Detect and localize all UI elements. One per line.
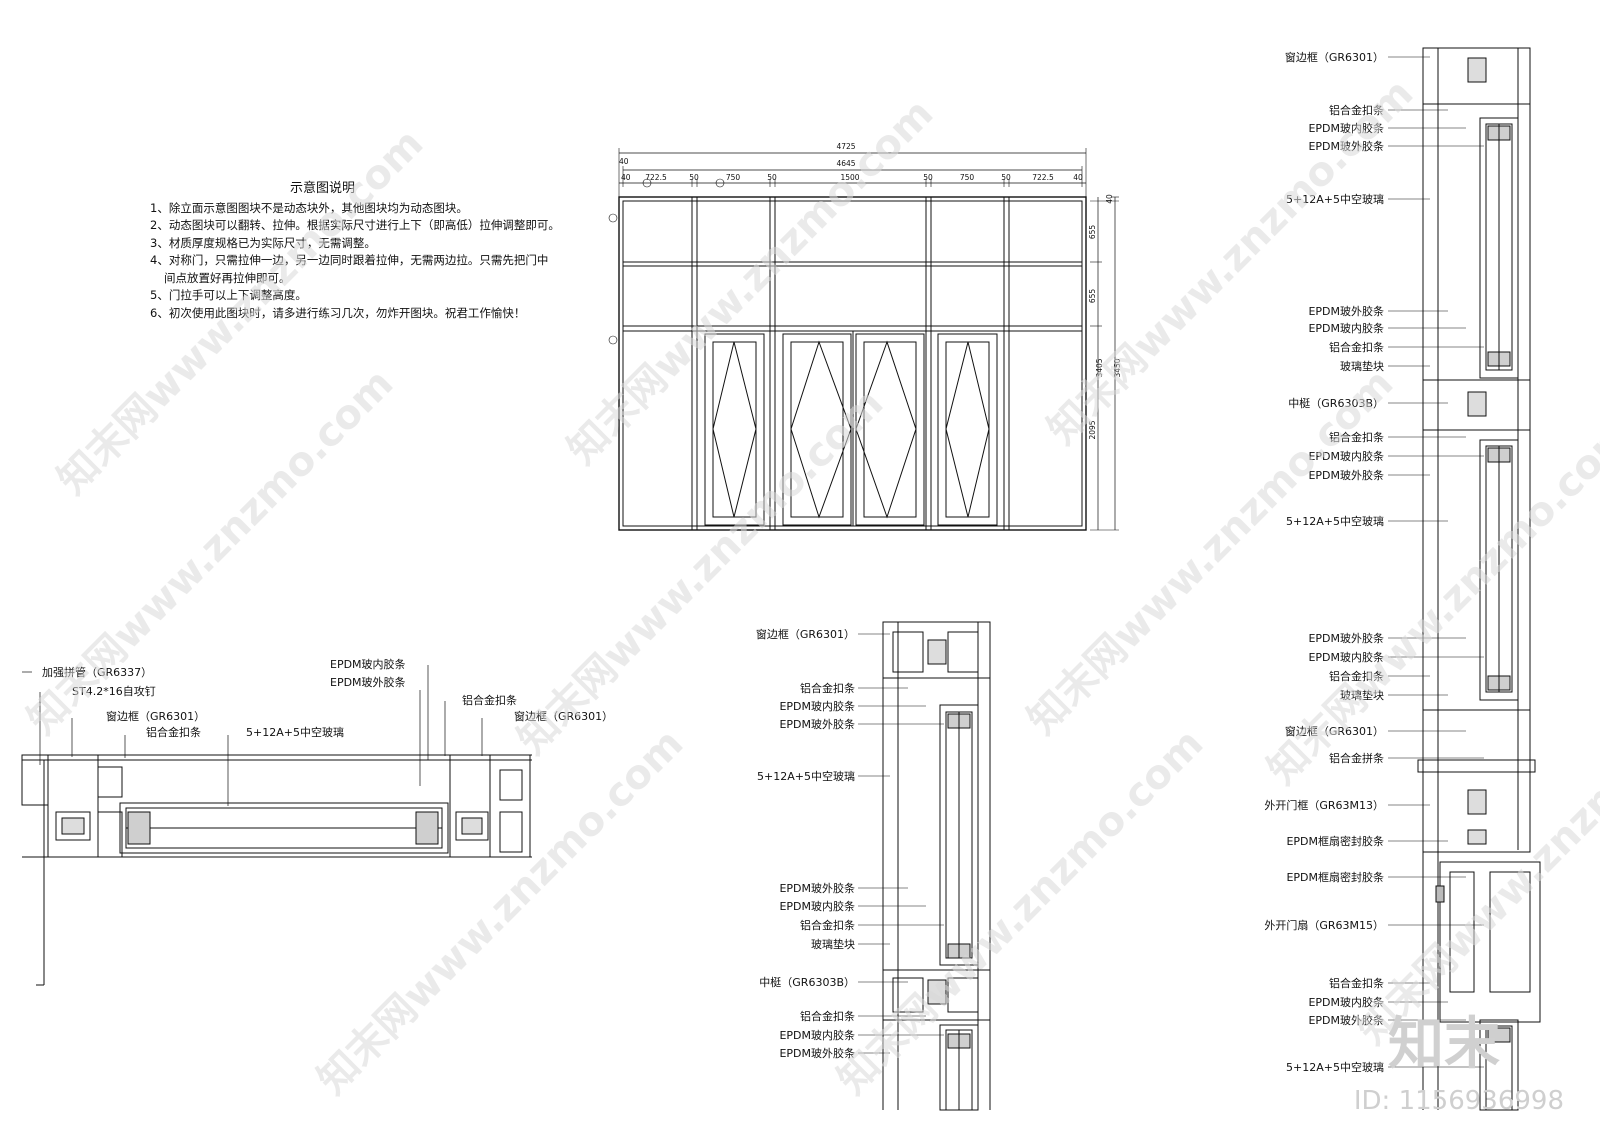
right-label-0: 窗边框（GR6301） <box>1285 50 1384 64</box>
label-screw: ST4.2*16自攻钉 <box>72 684 156 698</box>
vertical-section-window <box>858 621 991 1111</box>
dim-height-b: 3450 <box>1113 358 1122 377</box>
right-label-25: EPDM玻内胶条 <box>1308 995 1384 1009</box>
dim-seg-8: 50 <box>1001 173 1011 182</box>
note-line-3: 3、材质厚度规格已为实际尺寸，无需调整。 <box>150 235 376 250</box>
label-epdm-outer: EPDM玻外胶条 <box>330 675 406 689</box>
vertical-section-door <box>1388 47 1541 1111</box>
right-section-labels: 窗边框（GR6301） 铝合金扣条 EPDM玻内胶条 EPDM玻外胶条 5+12A+5中… <box>1264 50 1384 1074</box>
dim-seg-5: 1500 <box>840 173 859 182</box>
mid-label-3: EPDM玻外胶条 <box>779 717 855 731</box>
dim-row-2: 2095 <box>1088 420 1097 439</box>
right-label-15: EPDM玻内胶条 <box>1308 650 1384 664</box>
dim-seg-7: 750 <box>960 173 975 182</box>
right-label-26: EPDM玻外胶条 <box>1308 1013 1384 1027</box>
mid-label-2: EPDM玻内胶条 <box>779 699 855 713</box>
dim-seg-2: 50 <box>689 173 699 182</box>
right-label-7: 铝合金扣条 <box>1329 340 1384 354</box>
mid-label-5: EPDM玻外胶条 <box>779 881 855 895</box>
right-label-16: 铝合金扣条 <box>1329 669 1384 683</box>
label-clip-left: 铝合金扣条 <box>146 725 201 739</box>
logo: 知末 <box>1388 1012 1500 1077</box>
label-reinforce-pipe: 加强拼管（GR6337） <box>42 665 152 679</box>
middle-section-labels: 窗边框（GR6301） 铝合金扣条 EPDM玻内胶条 EPDM玻外胶条 5+12A+5中… <box>756 627 855 1060</box>
dim-top-40: 40 <box>619 157 629 166</box>
right-label-2: EPDM玻内胶条 <box>1308 121 1384 135</box>
mid-label-12: EPDM玻外胶条 <box>779 1046 855 1060</box>
dim-seg-3: 750 <box>726 173 741 182</box>
right-label-14: EPDM玻外胶条 <box>1308 631 1384 645</box>
right-label-24: 铝合金扣条 <box>1329 976 1384 990</box>
dim-row-0: 655 <box>1088 225 1097 240</box>
mid-label-11: EPDM玻内胶条 <box>779 1028 855 1042</box>
label-glass: 5+12A+5中空玻璃 <box>246 725 344 739</box>
dim-inner: 4645 <box>836 159 855 168</box>
mid-label-0: 窗边框（GR6301） <box>756 627 855 641</box>
right-label-19: 铝合金拼条 <box>1329 751 1384 765</box>
label-epdm-inner: EPDM玻内胶条 <box>330 657 406 671</box>
mid-label-7: 铝合金扣条 <box>800 918 855 932</box>
dim-height-a: 3405 <box>1095 358 1104 377</box>
elevation-view <box>608 148 1119 531</box>
notes-panel: 示意图说明 1、除立面示意图图块不是动态块外，其他图块均为动态图块。 2、动态图… <box>150 180 560 322</box>
id-tag: ID: 1156936998 <box>1353 1086 1564 1116</box>
right-label-13: 5+12A+5中空玻璃 <box>1286 514 1384 528</box>
right-label-17: 玻璃垫块 <box>1340 688 1384 702</box>
right-label-5: EPDM玻外胶条 <box>1308 304 1384 318</box>
right-label-20: 外开门框（GR63M13） <box>1264 798 1384 812</box>
right-label-11: EPDM玻内胶条 <box>1308 449 1384 463</box>
right-label-1: 铝合金扣条 <box>1329 103 1384 117</box>
right-label-6: EPDM玻内胶条 <box>1308 321 1384 335</box>
note-line-5: 5、门拉手可以上下调整高度。 <box>150 288 307 302</box>
mid-label-10: 铝合金扣条 <box>800 1009 855 1023</box>
mid-label-6: EPDM玻内胶条 <box>779 899 855 913</box>
note-line-2: 2、动态图块可以翻转、拉伸。根据实际尺寸进行上下（即高低）拉伸调整即可。 <box>150 218 560 232</box>
note-line-4b: 间点放置好再拉伸即可。 <box>164 270 291 285</box>
mid-label-9: 中梃（GR6303B） <box>759 975 855 989</box>
dim-seg-4: 50 <box>767 173 777 182</box>
mid-label-1: 铝合金扣条 <box>800 681 855 695</box>
mid-label-8: 玻璃垫块 <box>811 937 855 951</box>
right-label-22: EPDM框扇密封胶条 <box>1286 870 1384 884</box>
dim-top-40-b: 40 <box>1105 194 1114 204</box>
right-label-9: 中梃（GR6303B） <box>1288 396 1384 410</box>
mid-label-4: 5+12A+5中空玻璃 <box>757 769 855 783</box>
label-frame-right: 窗边框（GR6301） <box>514 709 613 723</box>
right-label-12: EPDM玻外胶条 <box>1308 468 1384 482</box>
dim-seg-10: 40 <box>1073 173 1083 182</box>
note-line-1: 1、除立面示意图图块不是动态块外，其他图块均为动态图块。 <box>150 200 468 215</box>
right-label-10: 铝合金扣条 <box>1329 430 1384 444</box>
dim-seg-1: 722.5 <box>645 173 667 182</box>
label-frame-left: 窗边框（GR6301） <box>106 709 205 723</box>
dim-seg-0: 40 <box>621 173 631 182</box>
dim-seg-9: 722.5 <box>1032 173 1054 182</box>
right-label-4: 5+12A+5中空玻璃 <box>1286 192 1384 206</box>
plan-section-labels: 加强拼管（GR6337） ST4.2*16自攻钉 窗边框（GR6301） 铝合金… <box>42 657 613 739</box>
notes-title: 示意图说明 <box>290 181 356 196</box>
note-line-4: 4、对称门，只需拉伸一边，另一边同时跟着拉伸，无需两边拉。只需先把门中 <box>150 253 549 267</box>
dim-row-1: 655 <box>1088 289 1097 304</box>
right-label-18: 窗边框（GR6301） <box>1285 724 1384 738</box>
right-label-3: EPDM玻外胶条 <box>1308 139 1384 153</box>
dim-seg-6: 50 <box>923 173 933 182</box>
dim-overall: 4725 <box>836 142 855 151</box>
right-label-23: 外开门扇（GR63M15） <box>1264 918 1384 932</box>
elevation-dimension-labels: 4725 40 4645 40 722.5 50 750 50 1500 50 … <box>619 142 1122 440</box>
right-label-8: 玻璃垫块 <box>1340 359 1384 373</box>
plan-section <box>21 665 532 986</box>
note-line-6: 6、初次使用此图块时，请多进行练习几次，勿炸开图块。祝君工作愉快！ <box>150 305 526 320</box>
label-clip-right: 铝合金扣条 <box>462 693 517 707</box>
right-label-21: EPDM框扇密封胶条 <box>1286 834 1384 848</box>
right-label-27: 5+12A+5中空玻璃 <box>1286 1060 1384 1074</box>
